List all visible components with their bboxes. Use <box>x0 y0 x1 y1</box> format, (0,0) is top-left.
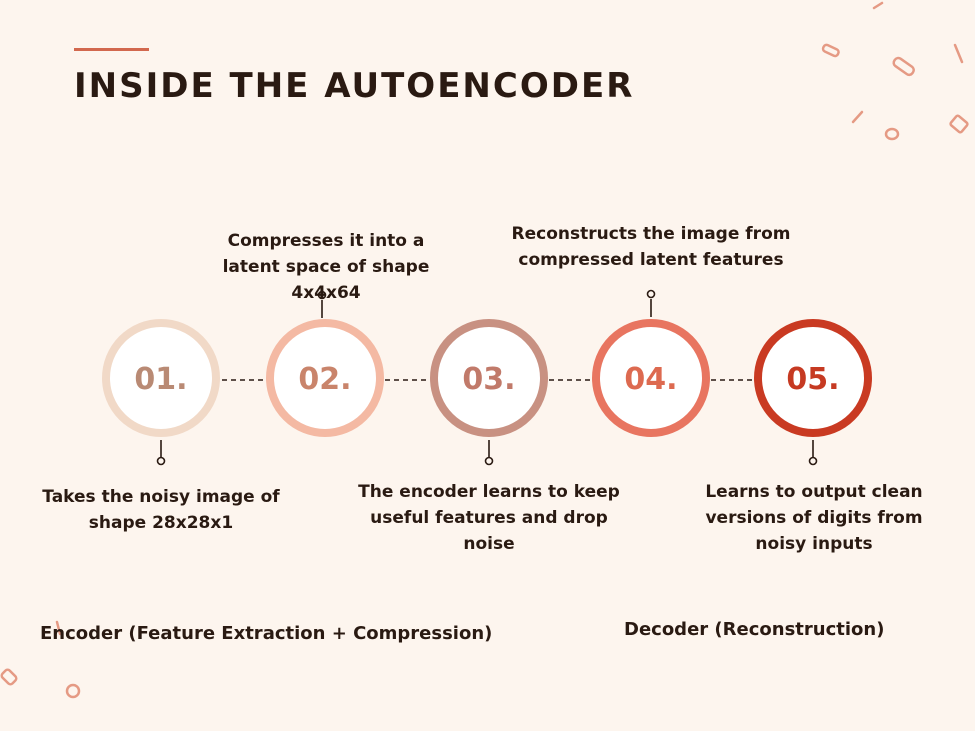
title-accent-line <box>74 48 149 51</box>
step-4-caption: Reconstructs the image from compressed l… <box>511 224 791 270</box>
step-3-number: 03. <box>462 362 515 397</box>
step-5-ring: 05. <box>754 319 872 437</box>
step-1-number: 01. <box>134 362 187 397</box>
encoder-label: Encoder (Feature Extraction + Compressio… <box>40 623 493 644</box>
step-2-ring: 02. <box>266 319 384 437</box>
decorative-confetti <box>0 1 969 699</box>
step-1-caption: Takes the noisy image of shape 28x28x1 <box>42 487 280 533</box>
step-5-caption: Learns to output clean versions of digit… <box>705 482 923 554</box>
decoder-label: Decoder (Reconstruction) <box>624 619 885 640</box>
step-4-number: 04. <box>624 362 677 397</box>
step-2-number: 02. <box>298 362 351 397</box>
step-2-caption: Compresses it into a latent space of sha… <box>222 231 430 303</box>
pin-step-5 <box>808 440 818 466</box>
pin-step-3 <box>484 440 494 466</box>
step-4-ring: 04. <box>592 319 710 437</box>
step-3-caption: The encoder learns to keep useful featur… <box>358 482 620 554</box>
step-5-number: 05. <box>786 362 839 397</box>
pin-step-2 <box>317 290 327 318</box>
pin-step-1 <box>156 440 166 466</box>
pin-step-4 <box>646 289 656 317</box>
step-1-ring: 01. <box>102 319 220 437</box>
step-3-ring: 03. <box>430 319 548 437</box>
page-title: INSIDE THE AUTOENCODER <box>74 66 635 106</box>
